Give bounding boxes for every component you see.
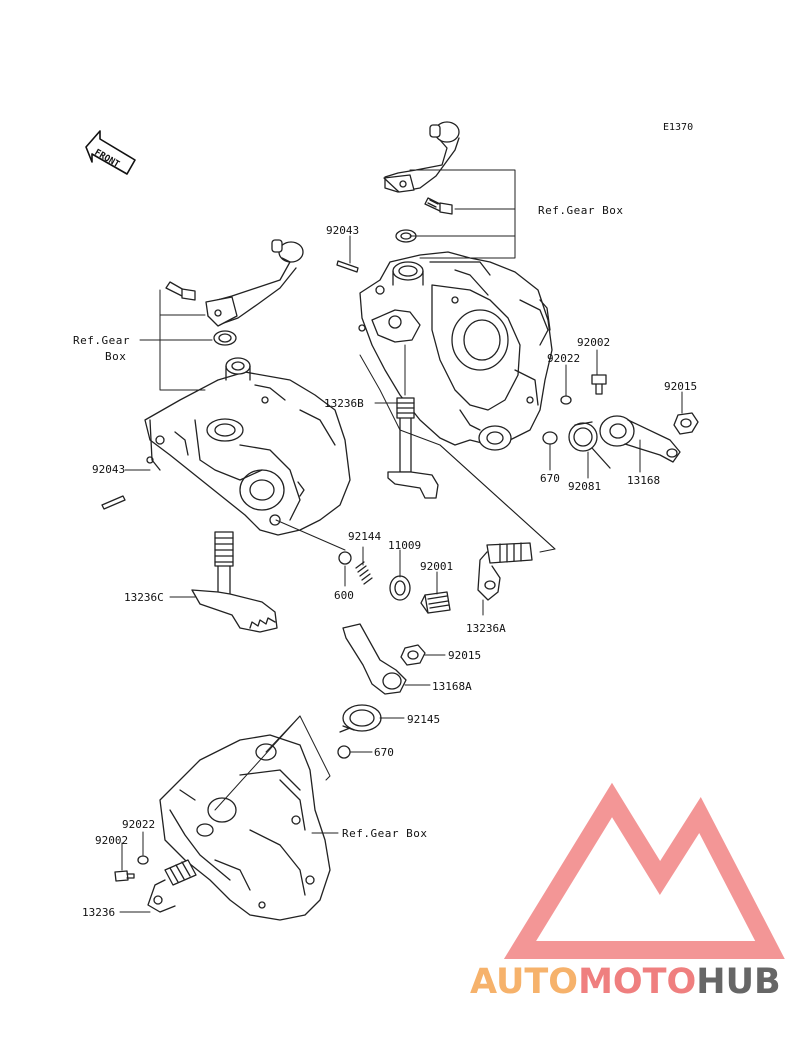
watermark-moto: MOTO — [578, 962, 697, 1002]
lever-13168 — [599, 415, 681, 463]
label-92043-top: 92043 — [326, 224, 360, 237]
plug-92001 — [420, 591, 451, 614]
label-13168: 13168 — [627, 474, 661, 487]
label-13236A: 13236A — [466, 622, 506, 635]
label-11009: 11009 — [388, 539, 422, 552]
bolt-92002-right — [591, 374, 607, 395]
lower-gearbox-housing — [159, 734, 331, 921]
watermark-auto: AUTO — [470, 962, 579, 1002]
diagram-code: E1370 — [663, 122, 694, 133]
watermark-hub: HUB — [696, 962, 781, 1002]
nut-92015-right — [673, 412, 699, 435]
right-gearbox-housing — [358, 251, 553, 451]
label-92022-right: 92022 — [547, 352, 581, 365]
upper-shift-arm — [383, 121, 460, 193]
shaft-13236B — [387, 397, 439, 499]
leader-lines — [119, 169, 683, 913]
label-92022-low: 92022 — [122, 818, 156, 831]
label-92001: 92001 — [420, 560, 454, 573]
label-ref-gear-box-left-2: Box — [105, 350, 127, 363]
watermark-logo-icon — [503, 782, 785, 959]
lever-13168A — [342, 623, 407, 695]
label-ref-gear-box-top: Ref.Gear Box — [538, 204, 624, 217]
left-shift-arm — [205, 239, 304, 327]
spring-92145 — [339, 704, 382, 733]
label-13168A: 13168A — [432, 680, 472, 693]
spring-92081 — [568, 421, 611, 469]
label-670-mid: 670 — [374, 746, 394, 759]
left-bolt — [165, 281, 196, 301]
spring-92144 — [355, 561, 373, 585]
label-92043-left: 92043 — [92, 463, 126, 476]
label-13236B: 13236B — [324, 397, 364, 410]
label-92081: 92081 — [568, 480, 602, 493]
watermark-text: AUTOMOTOHUB — [470, 962, 781, 1002]
label-ref-gear-box-low: Ref.Gear Box — [342, 827, 428, 840]
label-92015-mid: 92015 — [448, 649, 482, 662]
shaft-13236A — [477, 542, 533, 601]
bolt-92002-low — [114, 870, 135, 882]
label-ref-gear-box-left-1: Ref.Gear — [73, 334, 130, 347]
label-92145: 92145 — [407, 713, 441, 726]
label-600: 600 — [334, 589, 354, 602]
label-92002-right: 92002 — [577, 336, 611, 349]
upper-bolt — [424, 197, 453, 215]
shaft-13236 — [147, 859, 197, 913]
left-gearbox-housing — [144, 357, 351, 536]
front-arrow-icon — [85, 130, 136, 175]
label-92144: 92144 — [348, 530, 382, 543]
label-670-right: 670 — [540, 472, 560, 485]
shaft-13236C — [191, 531, 278, 633]
label-13236: 13236 — [82, 906, 116, 919]
label-92002-low: 92002 — [95, 834, 129, 847]
label-92015-right: 92015 — [664, 380, 698, 393]
label-13236C: 13236C — [124, 591, 164, 604]
